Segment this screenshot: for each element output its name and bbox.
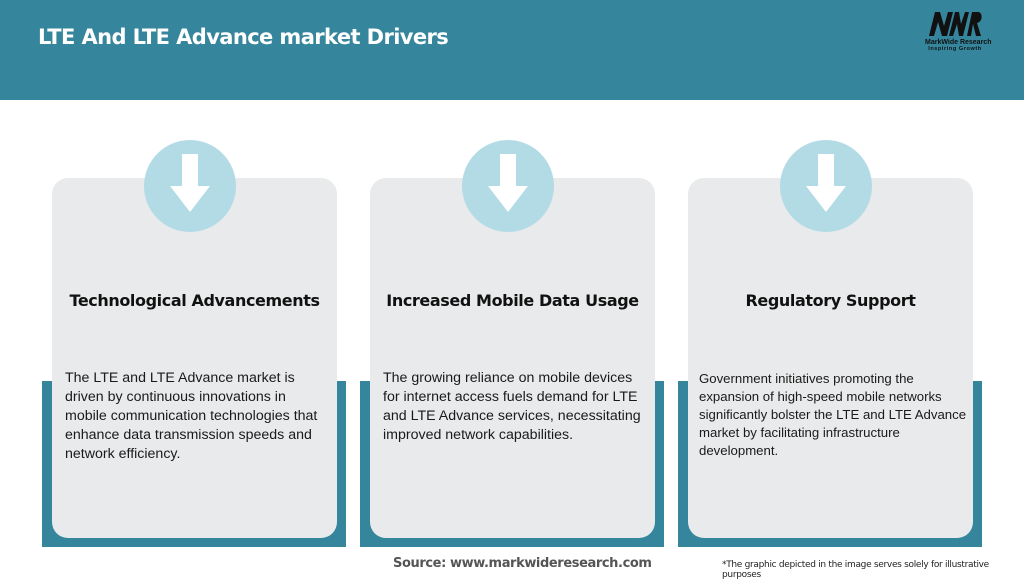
card-panel: Regulatory Support Government initiative… <box>688 178 973 538</box>
icon-circle <box>462 140 554 232</box>
card-description: The LTE and LTE Advance market is driven… <box>65 370 318 462</box>
logo-tagline: Inspiring Growth <box>928 46 982 52</box>
logo: MarkWide Research Inspiring Growth <box>925 10 992 52</box>
card-title: Technological Advancements <box>69 291 320 310</box>
card-title: Increased Mobile Data Usage <box>386 291 639 310</box>
card-description: Government initiatives promoting the exp… <box>699 371 967 458</box>
driver-card-increased-mobile-data-usage: Increased Mobile Data Usage The growing … <box>360 140 666 550</box>
logo-name: MarkWide Research <box>925 39 992 46</box>
driver-card-technological-advancements: Technological Advancements The LTE and L… <box>42 140 348 550</box>
header-banner: LTE And LTE Advance market Drivers MarkW… <box>0 0 1024 100</box>
card-panel: Increased Mobile Data Usage The growing … <box>370 178 655 538</box>
icon-circle <box>780 140 872 232</box>
card-description: The growing reliance on mobile devices f… <box>383 370 641 443</box>
arrow-down-icon <box>488 154 528 212</box>
card-panel: Technological Advancements The LTE and L… <box>52 178 337 538</box>
arrow-down-icon <box>170 154 210 212</box>
page-title: LTE And LTE Advance market Drivers <box>38 25 449 49</box>
driver-card-regulatory-support: Regulatory Support Government initiative… <box>678 140 984 550</box>
disclaimer-note: *The graphic depicted in the image serve… <box>722 560 989 580</box>
source-credit: Source: www.markwideresearch.com <box>393 556 652 571</box>
icon-circle <box>144 140 236 232</box>
mwr-logo-icon <box>929 12 982 36</box>
arrow-down-icon <box>806 154 846 212</box>
card-title: Regulatory Support <box>745 291 916 310</box>
